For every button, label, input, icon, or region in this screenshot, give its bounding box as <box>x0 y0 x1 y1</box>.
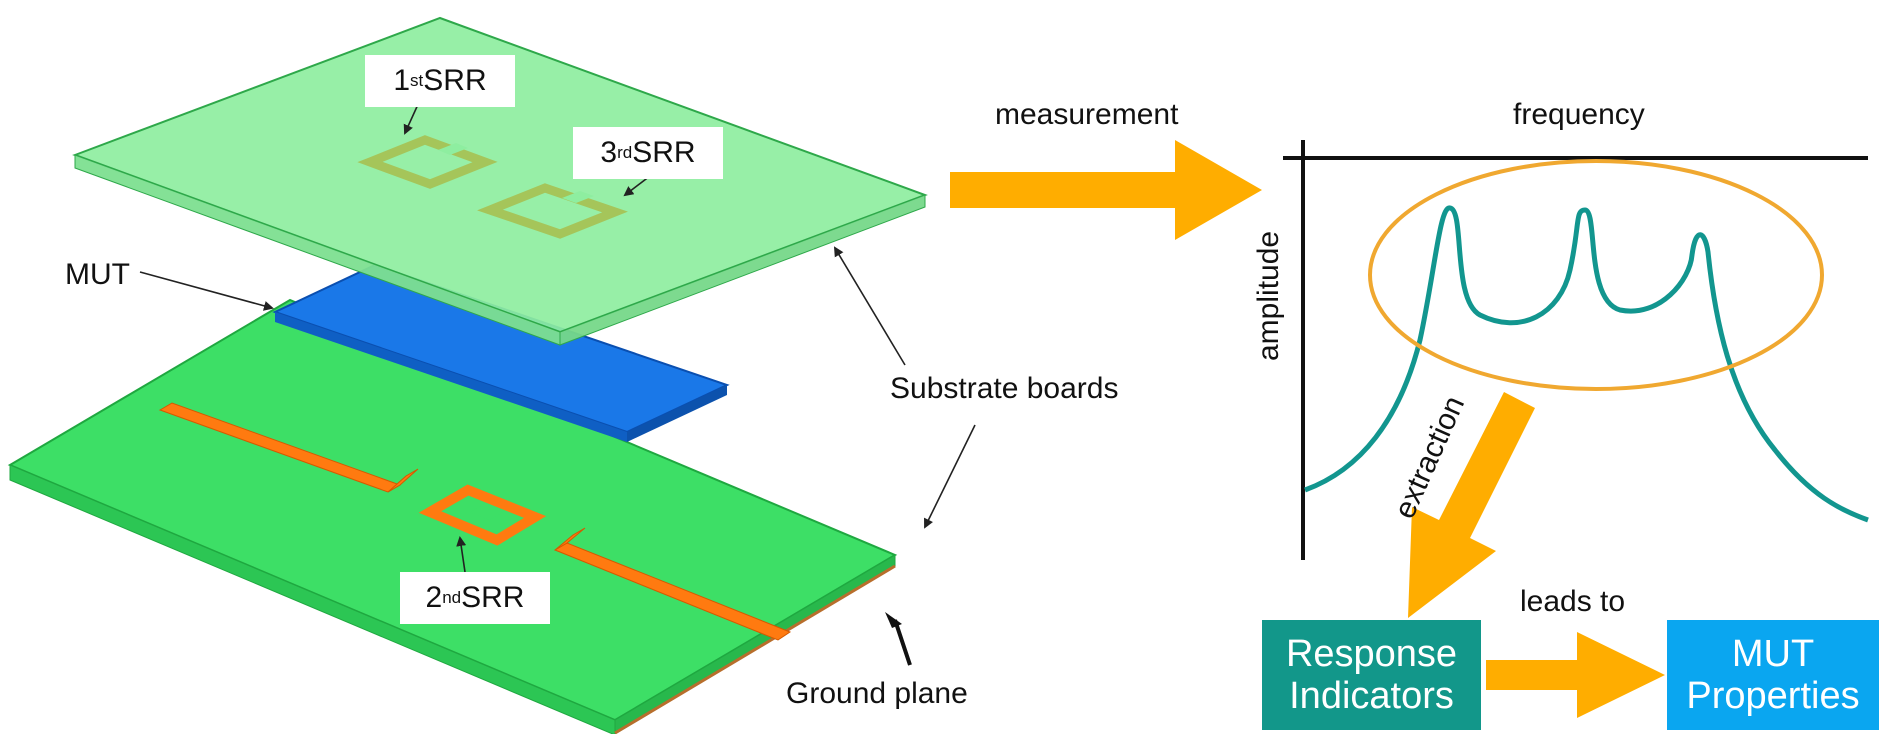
frequency-label: frequency <box>1513 98 1645 131</box>
extraction-arrow <box>1408 392 1535 618</box>
srr-2-num: 2 <box>425 581 443 614</box>
top-substrate-board <box>72 16 928 346</box>
resonance-curve <box>1304 205 1869 523</box>
amplitude-label: amplitude <box>1252 230 1285 361</box>
microstrip-line <box>158 402 792 641</box>
srr-1-num: 1 <box>393 64 411 97</box>
ground-plane-arrow <box>885 612 912 666</box>
srr-3-shape <box>477 183 628 239</box>
mut-properties-box: MUT Properties <box>1667 620 1879 730</box>
pointer-arrows <box>139 99 976 573</box>
ground-plane-label: Ground plane <box>786 677 968 710</box>
graph-axes <box>1283 140 1868 560</box>
substrate-boards-label: Substrate boards <box>890 372 1119 405</box>
response-indicators-line2: Indicators <box>1289 675 1454 717</box>
srr-2-shape <box>418 484 547 546</box>
response-indicators-line1: Response <box>1285 633 1458 675</box>
extraction-ellipse <box>1368 159 1824 391</box>
leads-to-arrow <box>1486 632 1665 718</box>
srr-3-text: SRR <box>632 136 696 169</box>
leads-to-label: leads to <box>1520 585 1626 618</box>
srr-3-num: 3 <box>600 136 618 169</box>
srr-1-text: SRR <box>423 64 487 97</box>
srr-1-shape <box>357 135 498 189</box>
mut-slab <box>272 263 730 442</box>
srr-2-text: SRR <box>461 581 525 614</box>
response-indicators-box: Response Indicators <box>1262 620 1481 730</box>
mut-properties-line1: MUT <box>1731 633 1815 675</box>
measurement-arrow <box>950 140 1262 240</box>
bottom-substrate-board <box>7 298 898 734</box>
measurement-label: measurement <box>995 98 1179 131</box>
mut-properties-line2: Properties <box>1686 675 1860 717</box>
mut-label: MUT <box>65 258 130 291</box>
